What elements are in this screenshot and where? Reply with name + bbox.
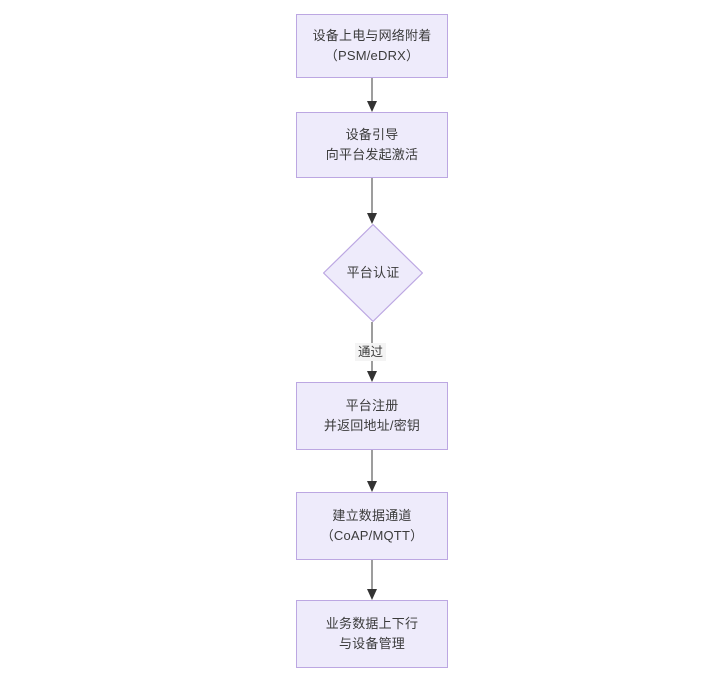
- flow-node-device-bootstrap[interactable]: 设备引导 向平台发起激活: [296, 112, 448, 178]
- diamond-shape-icon: [323, 224, 423, 322]
- edge-n1-n2: [367, 78, 377, 112]
- flow-node-label: 设备引导 向平台发起激活: [325, 127, 419, 162]
- flow-node-business-data[interactable]: 业务数据上下行 与设备管理: [296, 600, 448, 668]
- flow-node-data-channel[interactable]: 建立数据通道 （CoAP/MQTT）: [296, 492, 448, 560]
- flow-node-platform-registration[interactable]: 平台注册 并返回地址/密钥: [296, 382, 448, 450]
- flow-node-label: 设备上电与网络附着 （PSM/eDRX）: [312, 28, 432, 63]
- flow-node-label: 平台认证: [346, 265, 400, 280]
- flow-node-device-power-on[interactable]: 设备上电与网络附着 （PSM/eDRX）: [296, 14, 448, 78]
- edge-n5-n6: [367, 560, 377, 600]
- flow-node-label: 平台注册 并返回地址/密钥: [323, 398, 421, 433]
- flow-node-label: 建立数据通道 （CoAP/MQTT）: [320, 508, 424, 543]
- edge-n2-n3: [367, 178, 377, 224]
- flow-node-platform-authentication[interactable]: 平台认证: [323, 224, 423, 322]
- flow-node-label: 业务数据上下行 与设备管理: [325, 616, 419, 651]
- edge-label-text: 通过: [358, 345, 384, 359]
- edge-label-pass: 通过: [355, 343, 387, 361]
- edge-n4-n5: [367, 450, 377, 492]
